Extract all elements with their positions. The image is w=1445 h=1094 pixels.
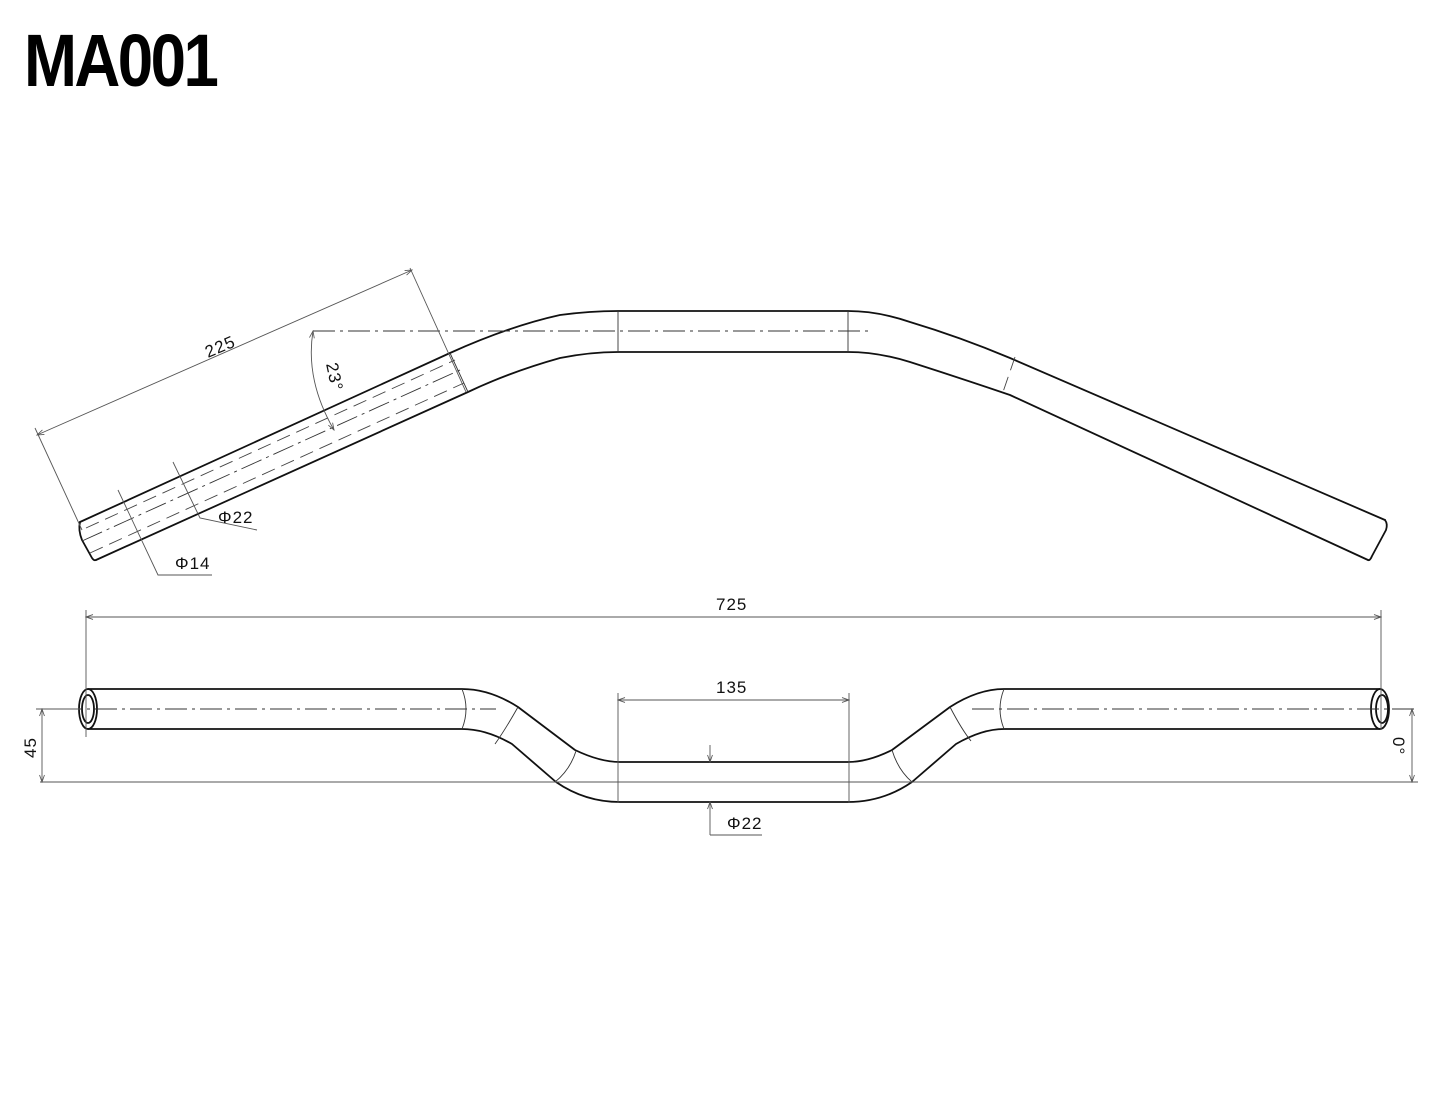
side-view-upper-contour [79,310,1386,523]
front-view-lower-contour [87,728,1381,803]
ext-line-225-left [34,427,83,531]
side-view-lower-contour [95,351,1369,561]
front-view-upper-contour [87,688,1381,763]
bend-arc-4 [891,749,913,783]
dim-225-label: 225 [202,332,238,362]
bend-arc-2 [494,706,519,745]
dim-0deg-label: 0° [1389,737,1408,755]
side-view: 225 23° Φ22 Φ14 [34,267,1388,576]
front-view: 725 135 Φ22 45 0° [21,595,1418,836]
dim-45-label: 45 [21,737,40,758]
bend-arc-5 [949,706,972,742]
leader-id14 [117,489,212,576]
ext-line-225-right [409,267,467,393]
dim-id14-label: Φ14 [175,554,210,573]
right-transition-marker [1002,356,1016,393]
leader-od22 [172,461,258,531]
bore-centerline [81,369,461,542]
dim-line-225 [37,270,412,435]
dim-23deg-label: 23° [322,361,347,393]
part-number-title: MA001 [24,19,219,102]
dim-arc-23deg [311,331,334,430]
dim-725-label: 725 [716,595,747,614]
dim-od22-label: Φ22 [218,508,253,527]
bend-arc-3 [554,750,577,783]
dim-135-label: 135 [716,678,747,697]
dim-od22-center-label: Φ22 [727,814,762,833]
bore-end-marker [449,352,469,393]
side-view-left-end [78,521,97,562]
bore-hidden-upper [85,359,456,529]
bore-hidden-lower [89,382,465,554]
side-view-right-end [1367,519,1388,562]
